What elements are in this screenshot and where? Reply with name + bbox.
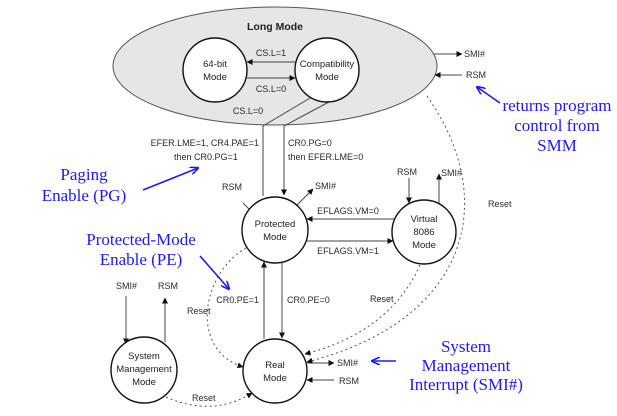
label-v86-rsm: RSM — [397, 167, 417, 177]
state-64bit-mode: 64-bit Mode — [182, 37, 248, 103]
label-enable-long-1: EFER.LME=1, CR4.PAE=1 — [151, 138, 259, 148]
label-cs-l-1: CS.L=1 — [256, 48, 286, 58]
annotation-paging-enable: Paging Enable (PG) — [42, 165, 198, 205]
edge-compat-to-protected — [281, 95, 341, 196]
svg-text:Enable (PG): Enable (PG) — [42, 186, 127, 205]
svg-text:Real: Real — [265, 360, 285, 371]
label-disable-long-2: then EFER.LME=0 — [288, 152, 363, 162]
state-protected-mode: Protected Mode — [241, 196, 309, 264]
svg-text:Management: Management — [116, 364, 172, 375]
svg-text:Mode: Mode — [315, 72, 339, 83]
state-virtual-8086-mode: Virtual 8086 Mode — [391, 199, 457, 265]
svg-text:Mode: Mode — [203, 72, 227, 83]
label-smm-rsm: RSM — [158, 281, 178, 291]
label-enable-long-2: then CR0.PG=1 — [174, 152, 238, 162]
label-cs-l-0: CS.L=0 — [256, 84, 286, 94]
label-reset-long: Reset — [488, 199, 512, 209]
edge-protected-to-compat — [262, 87, 328, 196]
state-compatibility-mode: Compatibility Mode — [294, 37, 360, 103]
label-disable-long-1: CR0.PG=0 — [288, 138, 332, 148]
label-v86-smi: SMI# — [441, 168, 462, 178]
label-cr0-pe-1: CR0.PE=1 — [216, 295, 259, 305]
reset-protected-to-real — [206, 247, 247, 369]
label-smm-smi: SMI# — [116, 281, 137, 291]
edge-protected-smi — [295, 188, 314, 207]
annotation-rsm-note: returns program control from SMM — [477, 87, 612, 155]
annotation-protected-enable: Protected-Mode Enable (PE) — [86, 230, 229, 289]
annotation-arrow-paging — [142, 168, 198, 191]
label-cs-l-0-lower: CS.L=0 — [233, 106, 263, 116]
svg-text:Enable (PE): Enable (PE) — [100, 250, 183, 269]
svg-text:Management: Management — [422, 356, 511, 375]
label-real-rsm: RSM — [339, 376, 359, 386]
label-real-smi: SMI# — [337, 358, 358, 368]
svg-text:Virtual: Virtual — [411, 214, 438, 225]
svg-text:8086: 8086 — [413, 227, 434, 238]
label-eflags-vm-1: EFLAGS.VM=1 — [317, 246, 379, 256]
label-reset-protected: Reset — [187, 306, 211, 316]
svg-text:SMM: SMM — [537, 136, 577, 155]
label-long-smi: SMI# — [464, 49, 485, 59]
label-reset-smm: Reset — [192, 393, 216, 403]
svg-text:returns program: returns program — [502, 96, 611, 115]
svg-text:System: System — [128, 351, 160, 362]
label-reset-v86: Reset — [370, 294, 394, 304]
reset-smm-to-real — [165, 392, 253, 407]
reset-long-to-real — [306, 95, 466, 364]
svg-text:control from: control from — [514, 116, 599, 135]
label-long-rsm: RSM — [466, 70, 486, 80]
label-protected-smi: SMI# — [315, 181, 336, 191]
svg-text:Interrupt (SMI#): Interrupt (SMI#) — [409, 375, 523, 394]
svg-text:Protected-Mode: Protected-Mode — [86, 230, 196, 249]
label-protected-rsm: RSM — [222, 182, 242, 192]
svg-text:Mode: Mode — [263, 232, 287, 243]
annotation-arrow-rsm — [477, 87, 501, 104]
label-cr0-pe-0: CR0.PE=0 — [287, 295, 330, 305]
svg-text:Protected: Protected — [255, 219, 296, 230]
label-eflags-vm-0: EFLAGS.VM=0 — [317, 206, 379, 216]
long-mode-title: Long Mode — [247, 21, 303, 33]
svg-text:Mode: Mode — [263, 373, 287, 384]
svg-text:Mode: Mode — [132, 377, 156, 388]
state-real-mode: Real Mode — [242, 338, 308, 404]
long-mode-region — [112, 6, 438, 126]
state-system-management-mode: System Management Mode — [110, 336, 178, 404]
svg-text:Compatibility: Compatibility — [300, 59, 355, 70]
annotation-arrow-pe — [199, 255, 229, 289]
svg-text:Mode: Mode — [412, 240, 436, 251]
svg-text:Paging: Paging — [60, 165, 108, 184]
annotation-smi-note: System Management Interrupt (SMI#) — [372, 337, 523, 394]
svg-text:64-bit: 64-bit — [203, 59, 227, 70]
svg-text:System: System — [441, 337, 491, 356]
reset-v86-to-real — [304, 264, 421, 356]
